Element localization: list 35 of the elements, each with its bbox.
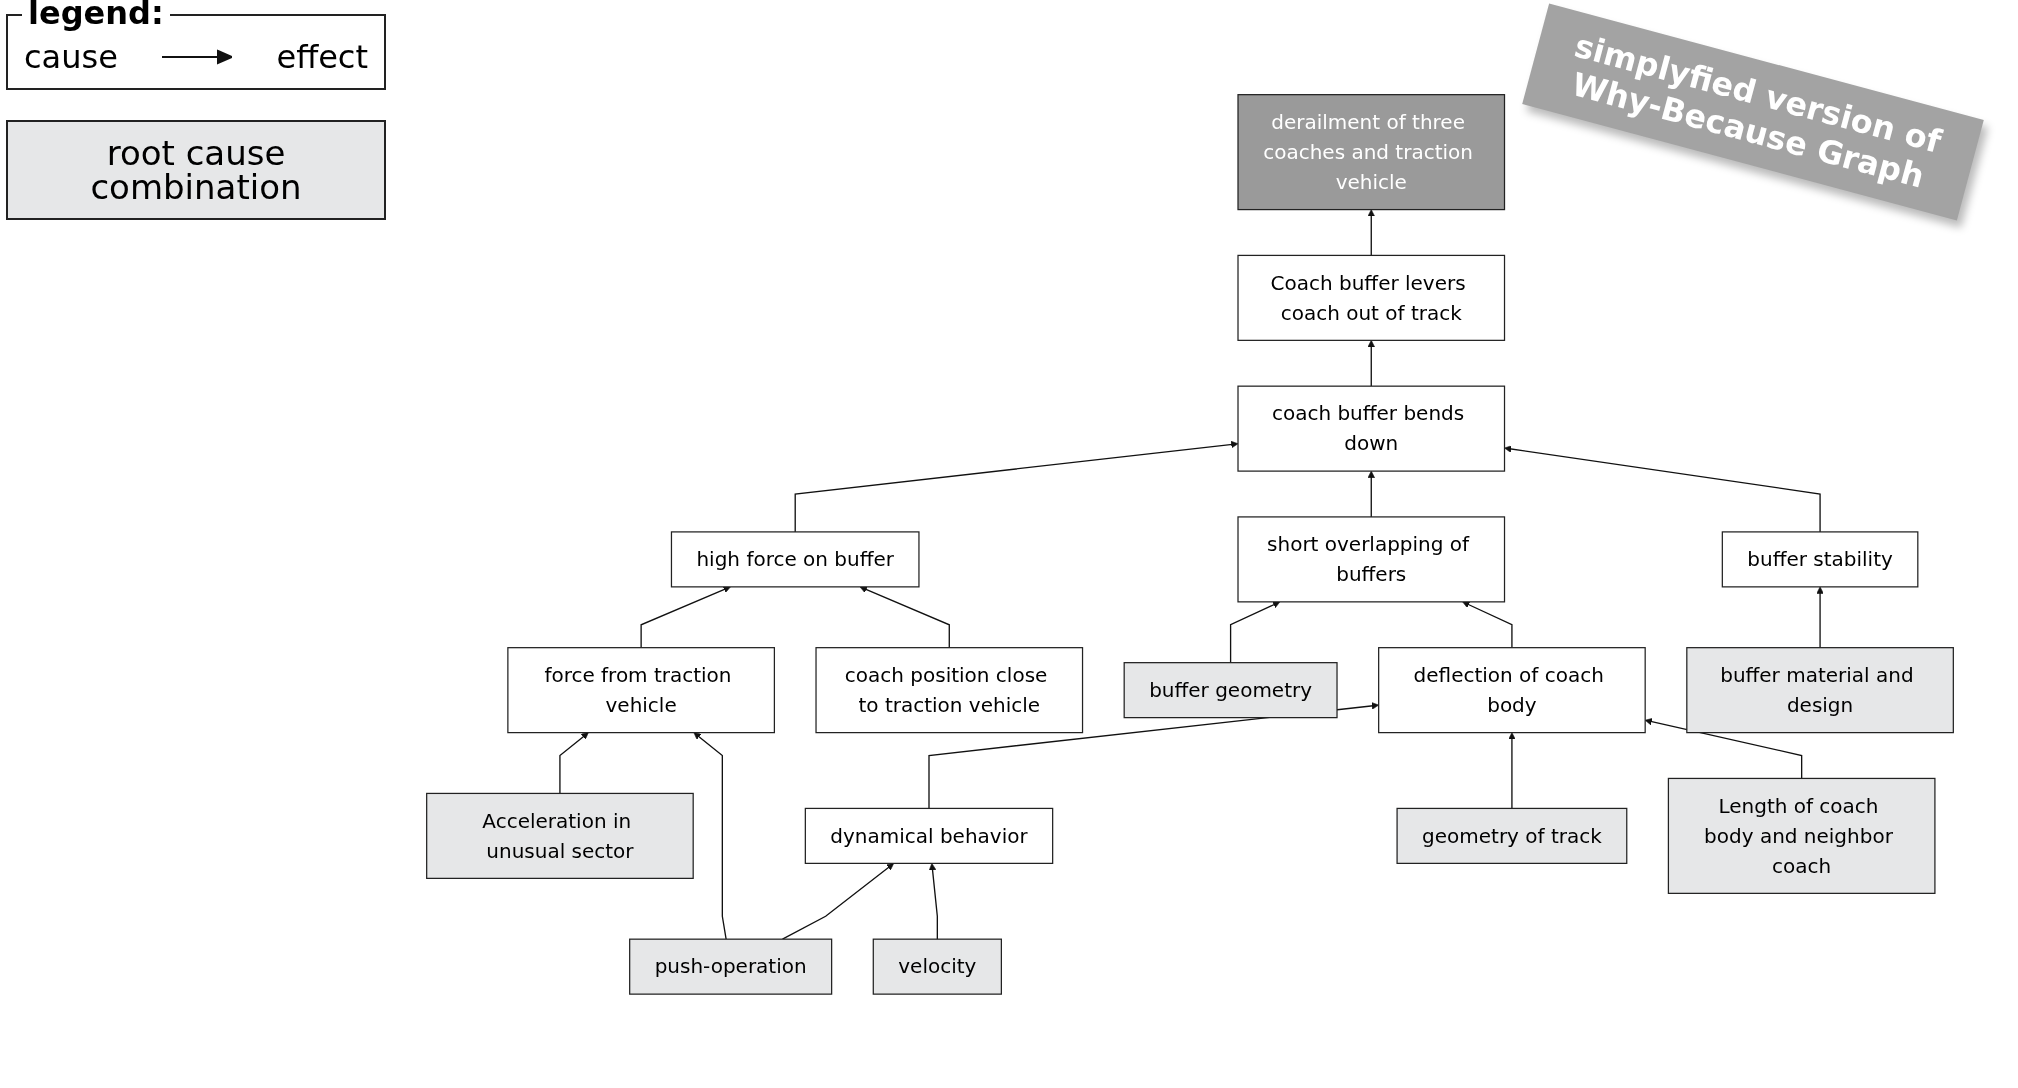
node-box: deflection of coach body [1378, 646, 1646, 733]
legend-text: effect [276, 38, 368, 76]
arrow [693, 731, 727, 940]
node-box: short overlapping of buffers [1237, 515, 1506, 603]
arrow [640, 585, 731, 648]
arrow [1816, 586, 1824, 648]
arrow [928, 862, 938, 940]
arrow [559, 731, 589, 794]
legend-text: cause [24, 38, 118, 76]
arrow [859, 585, 950, 648]
arrow [1508, 731, 1516, 809]
node-box: geometry of track [1396, 807, 1628, 864]
arrow [1462, 600, 1513, 648]
arrow [1504, 444, 1821, 533]
node-box: force from traction vehicle [507, 646, 775, 733]
arrow [1367, 339, 1375, 387]
node-box: high force on buffer [670, 530, 920, 588]
node-box: push-operation [629, 938, 833, 995]
node-box: coach position close to traction vehicle [815, 646, 1084, 733]
arrow [1367, 208, 1375, 256]
node-box: buffer material and design [1686, 646, 1954, 733]
legend-swatch: root cause combination [6, 120, 386, 220]
node-box: Length of coach body and neighbor coach [1667, 777, 1936, 894]
arrow [1367, 470, 1375, 518]
node-box: dynamical behavior [804, 807, 1054, 864]
node-box: velocity [872, 938, 1002, 995]
node-box: coach buffer bends down [1237, 385, 1506, 472]
legend-title: legend: [22, 0, 170, 32]
node-box: buffer stability [1721, 530, 1919, 588]
node-box: derailment of three coaches and traction vehicle [1237, 93, 1506, 210]
arrow [1229, 600, 1281, 663]
node-box: buffer geometry [1123, 661, 1338, 718]
node-box: Acceleration in unusual sector [426, 792, 694, 879]
node-box: Coach buffer levers coach out of track [1237, 254, 1506, 341]
arrow [794, 440, 1239, 533]
